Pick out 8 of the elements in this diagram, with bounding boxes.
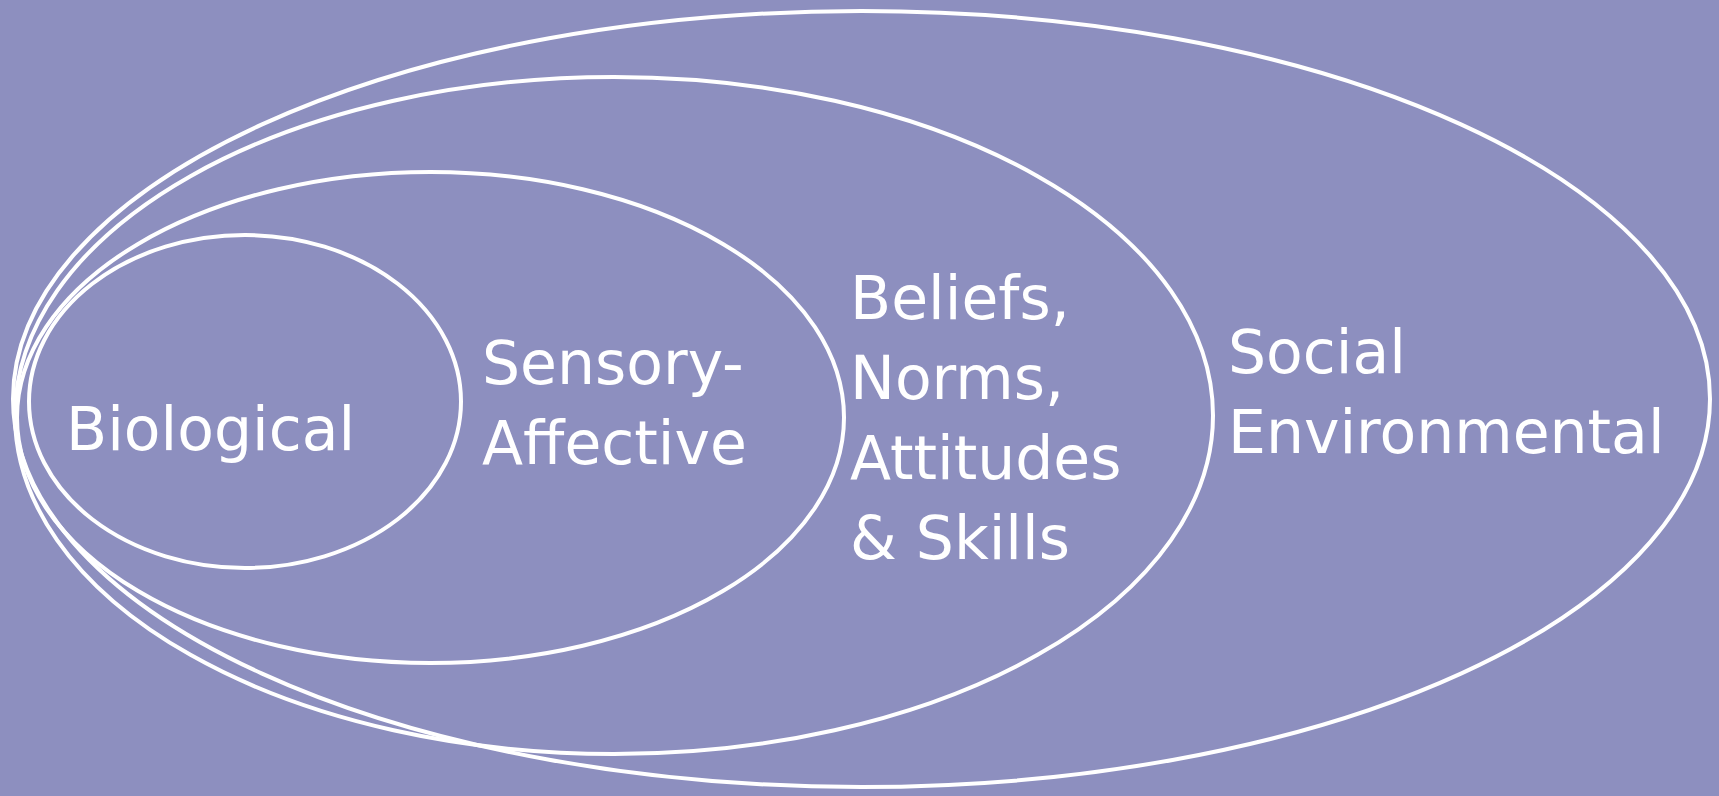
region-label: Beliefs, Norms, Attitudes & Skills xyxy=(850,262,1123,575)
ellipse-region xyxy=(27,233,463,570)
region-label: Social Environmental xyxy=(1228,316,1666,469)
ellipse-region xyxy=(11,9,1712,789)
region-label: Biological xyxy=(66,393,357,466)
ellipse-region xyxy=(13,75,1215,756)
region-label: Sensory-Affective xyxy=(482,327,748,480)
ellipse-region xyxy=(15,170,846,665)
